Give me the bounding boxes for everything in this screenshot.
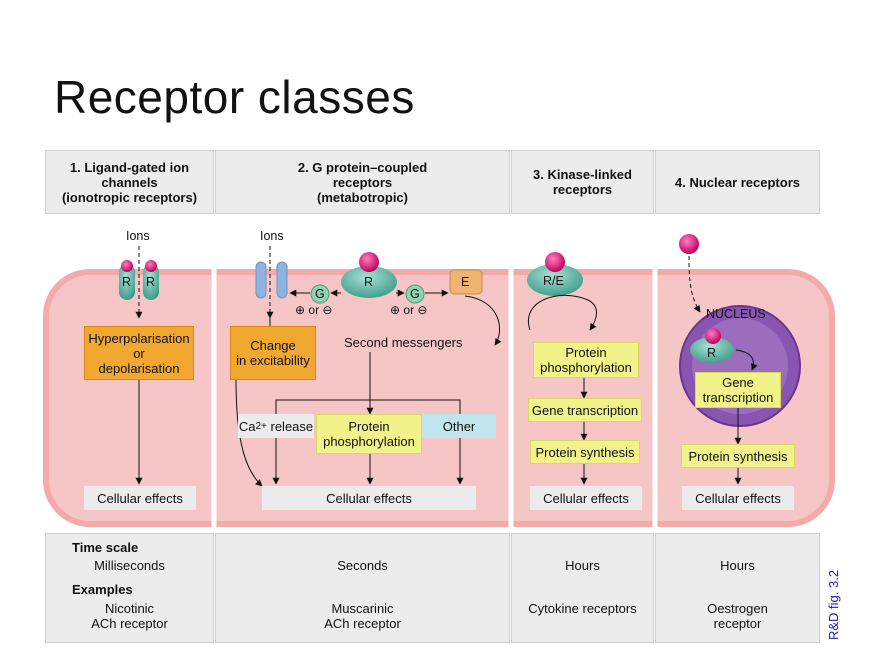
label-nucleus: NUCLEUS <box>706 307 766 321</box>
effector-curve <box>464 295 502 346</box>
cellular-effects-2: Cellular effects <box>262 486 476 510</box>
nuclear-bound-ligand <box>705 328 721 344</box>
ion-channel-1 <box>119 260 159 300</box>
figure-reference: R&D fig. 3.2 <box>826 569 841 640</box>
header-g-protein: 2. G protein–coupled receptors (metabotr… <box>215 150 510 214</box>
time-scale-3: Hours <box>565 558 600 573</box>
kinase-receptor <box>527 264 583 296</box>
nuclear-curve <box>735 349 758 371</box>
kinase-ligand <box>545 252 565 272</box>
box-gene-transcription-4: Gene transcription <box>695 372 781 408</box>
page-title: Receptor classes <box>54 71 415 123</box>
nuclear-ligand <box>679 234 699 254</box>
nuclear-ligand-path <box>688 255 701 313</box>
label-e: E <box>461 275 470 289</box>
bottom-cell-3: Hours Cytokine receptors <box>511 533 654 643</box>
ca-suffix: release <box>266 418 314 434</box>
box-protein-phosphorylation-3: Protein phosphorylation <box>533 342 639 378</box>
g-protein-left <box>310 284 330 304</box>
box-other: Other <box>422 414 496 438</box>
time-scale-label: Time scale <box>72 540 139 555</box>
box-protein-synthesis-4: Protein synthesis <box>681 444 795 468</box>
label-plus-minus-right: ⊕ or ⊖ <box>390 303 428 317</box>
example-4: Oestrogen receptor <box>707 601 768 631</box>
nuclear-receptor <box>690 337 734 363</box>
box-gene-transcription-3: Gene transcription <box>528 398 642 422</box>
label-re: R/E <box>543 274 564 288</box>
label-r-right: R <box>146 275 156 289</box>
cellular-effects-3: Cellular effects <box>530 486 642 510</box>
label-ions-2: Ions <box>260 229 284 243</box>
ca-prefix: Ca <box>238 418 256 434</box>
ca-superscript: 2+ <box>255 420 267 432</box>
examples-label: Examples <box>72 582 133 597</box>
example-2: Muscarinic ACh receptor <box>324 601 401 631</box>
time-scale-4: Hours <box>720 558 755 573</box>
header-ligand-gated: 1. Ligand-gated ion channels (ionotropic… <box>45 150 214 214</box>
label-ions-1: Ions <box>126 229 150 243</box>
example-1: Nicotinic ACh receptor <box>91 601 168 631</box>
column-separators <box>211 268 658 528</box>
time-scale-2: Seconds <box>337 558 388 573</box>
label-nuclear-r: R <box>707 346 717 360</box>
label-g-right: G <box>410 287 420 301</box>
curve-excitability-to-effects <box>235 379 263 487</box>
bottom-cell-2: Seconds Muscarinic ACh receptor <box>215 533 510 643</box>
time-scale-1: Milliseconds <box>94 558 165 573</box>
header-kinase-linked: 3. Kinase-linked receptors <box>511 150 654 214</box>
header-nuclear: 4. Nuclear receptors <box>655 150 820 214</box>
box-protein-synthesis-3: Protein synthesis <box>530 440 640 464</box>
label-second-messengers: Second messengers <box>344 335 463 350</box>
gpcr-ligand <box>359 252 379 272</box>
bottom-cell-1: Time scale Milliseconds Examples Nicotin… <box>45 533 214 643</box>
kinase-curve <box>527 294 597 331</box>
box-hyperpolarisation: Hyperpolarisation or depolarisation <box>84 326 194 380</box>
label-plus-minus-left: ⊕ or ⊖ <box>295 303 333 317</box>
branch-sm <box>275 399 461 414</box>
label-r-left: R <box>122 275 132 289</box>
bottom-cell-4: Hours Oestrogen receptor <box>655 533 820 643</box>
box-protein-phosphorylation-2: Protein phosphorylation <box>316 414 422 454</box>
cellular-effects-4: Cellular effects <box>682 486 794 510</box>
label-gpcr-r: R <box>364 275 374 289</box>
gpcr-receptor <box>341 266 397 298</box>
cellular-effects-1: Cellular effects <box>84 486 196 510</box>
label-g-left: G <box>315 287 325 301</box>
effector-e <box>449 269 483 295</box>
example-3: Cytokine receptors <box>528 601 637 616</box>
ion-channel-2 <box>255 261 288 299</box>
box-change-excitability: Change in excitability <box>230 326 316 380</box>
g-protein-right <box>405 284 425 304</box>
